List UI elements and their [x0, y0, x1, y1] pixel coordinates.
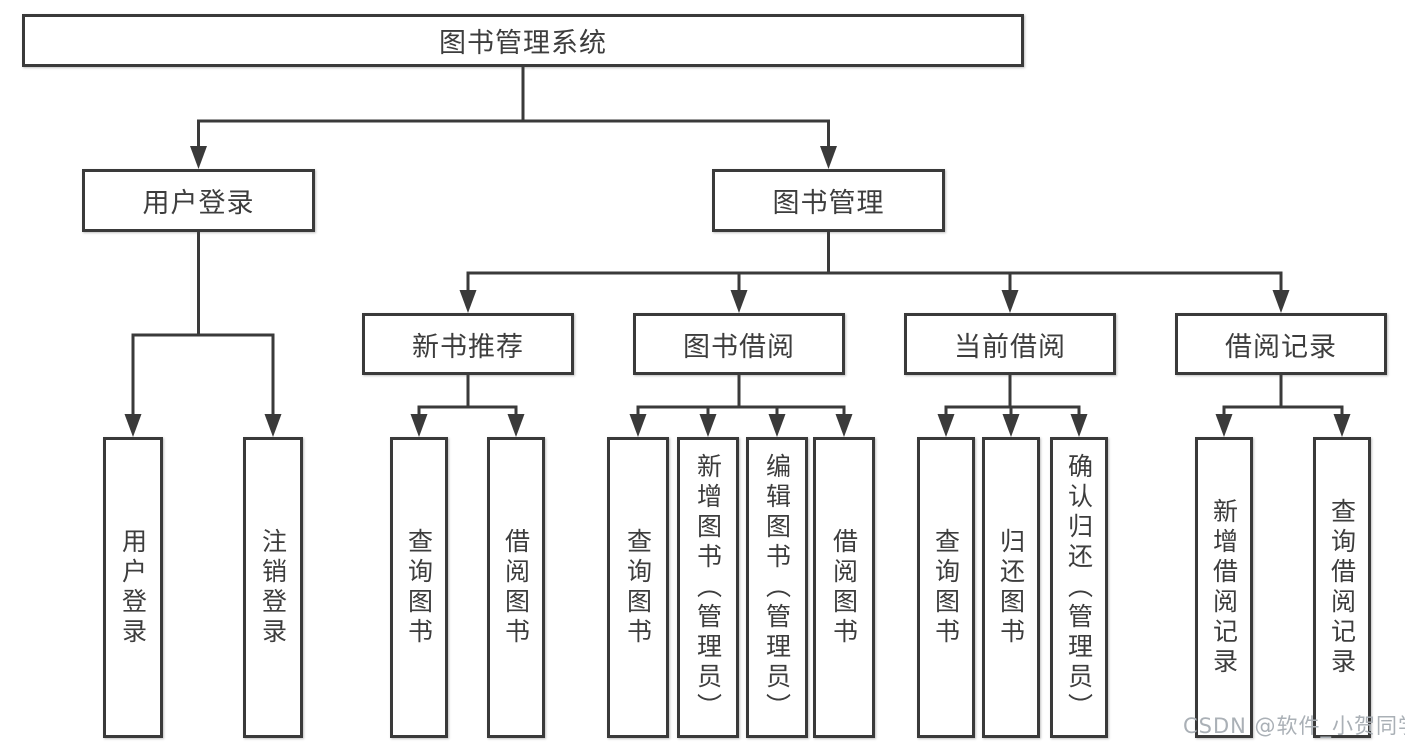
node-user-login: 用户登录 [82, 169, 315, 232]
node-new-book-recommendation: 新书推荐 [362, 313, 574, 375]
leaf-records-add-borrow-record: 新增借阅记录 [1195, 437, 1253, 738]
node-book-borrowing: 图书借阅 [633, 313, 845, 375]
leaf-current-return-books: 归还图书 [982, 437, 1040, 738]
leaf-user-login: 用户登录 [103, 437, 163, 738]
leaf-borrow-query-books: 查询图书 [607, 437, 669, 738]
node-root-library-management-system: 图书管理系统 [22, 14, 1024, 67]
leaf-borrow-add-books-admin: 新增图书（管理员） [677, 437, 739, 738]
leaf-records-query-borrow-record: 查询借阅记录 [1313, 437, 1371, 738]
connector-borrowrecords-to-leaves [1215, 375, 1351, 437]
node-book-management: 图书管理 [712, 169, 945, 232]
leaf-borrow-borrow-books: 借阅图书 [813, 437, 875, 738]
leaf-newbooks-borrow-books: 借阅图书 [487, 437, 545, 738]
connector-root-to-level2 [190, 67, 837, 169]
connector-newbooks-to-leaves [410, 375, 525, 437]
node-borrowing-records: 借阅记录 [1175, 313, 1387, 375]
connector-bookborrow-to-leaves [629, 375, 853, 437]
leaf-borrow-edit-books-admin: 编辑图书（管理员） [746, 437, 808, 738]
leaf-newbooks-query-books: 查询图书 [390, 437, 448, 738]
csdn-watermark: CSDN @软件_小贺同学 [1183, 714, 1405, 738]
leaf-current-confirm-return-admin: 确认归还（管理员） [1050, 437, 1108, 738]
connector-currentborrow-to-leaves [937, 375, 1088, 437]
connector-userlogin-to-leaves [124, 232, 282, 437]
leaf-current-query-books: 查询图书 [917, 437, 975, 738]
node-current-borrowing: 当前借阅 [904, 313, 1116, 375]
leaf-logout: 注销登录 [243, 437, 303, 738]
connector-bookmgmt-to-level3 [459, 232, 1290, 313]
